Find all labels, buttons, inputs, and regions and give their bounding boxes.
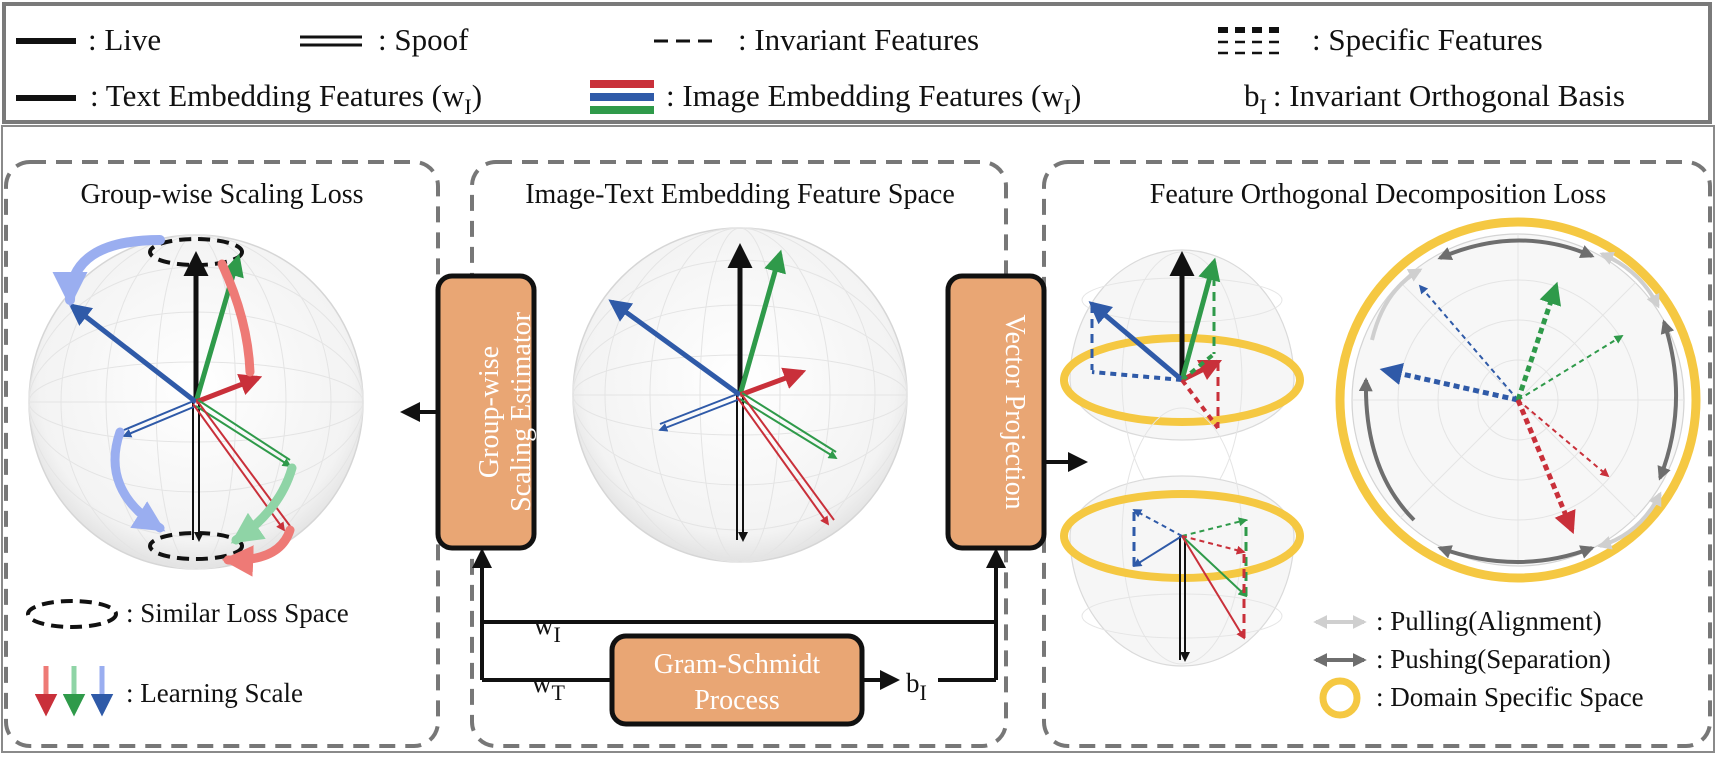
pushing-arc-bottom [1437,545,1595,564]
legend-basis-symbol: b [1244,78,1260,113]
gram-line-2: Process [694,685,780,716]
legend-invariant: : Invariant Features [654,22,979,57]
scaling-estimator-box: Group-wise Scaling Estimator [435,273,537,551]
flow-lines [480,556,998,682]
lower-hemisphere [1060,407,1304,667]
domain-specific-space-icon [1319,677,1361,719]
legend-text-embedding-close: ) [472,78,482,113]
learning-scale-arc-green-bottom [230,463,297,545]
right-panel [1042,160,1712,748]
domain-specific-space-lower [1060,490,1304,582]
legend-specific-label: : Specific Features [1312,22,1543,57]
wt-sub: T [552,680,566,705]
middle-blue-spoof-vector [659,392,741,425]
middle-blue-vector [608,299,742,398]
pulling-label: : Pulling(Alignment) [1376,606,1602,636]
learning-scale-arc-blue-top [52,235,165,307]
learning-scale-arc-blue-bottom [110,427,166,533]
red-live-vector [195,374,263,405]
legend-text-embedding-sub: I [464,94,471,119]
legend-image-embedding: : Image Embedding Features (wI) [590,78,1081,119]
vector-projection-box: Vector Projection [945,273,1047,551]
estimator-line-1: Group-wise [474,346,505,478]
svg-text:wT: wT [532,668,566,705]
estimator-line-2: Scaling Estimator [506,311,537,512]
pushing-arc-left [1358,377,1416,522]
learning-scale-arc-red-top [217,259,255,377]
green-spoof-vector [197,399,291,461]
upper-hemisphere [1060,249,1304,509]
legend-text-embedding-label: : Text Embedding Features (w [90,78,465,113]
learning-scale-arc-red-bottom [221,525,295,577]
svg-text:bI: Invariant Orthogonal Basis: bI: Invariant Orthogonal Basis [1244,78,1625,119]
left-panel-title: Group-wise Scaling Loss [80,179,363,210]
pushing-arc-top [1437,238,1595,260]
middle-green-spoof-vector [741,392,837,453]
wt-label: w [532,668,552,698]
bi-sub: I [920,680,927,705]
legend-basis: bI: Invariant Orthogonal Basis [1244,78,1625,119]
pushing-arc-right [1657,319,1679,481]
svg-text:: Image Embedding Features (wI: : Image Embedding Features (wI) [666,78,1081,119]
image-embedding-swatch-red [590,80,654,88]
legend-text-embedding: : Text Embedding Features (wI) [16,78,482,119]
legend-image-embedding-label: : Image Embedding Features (w [666,78,1064,113]
domain-specific-space-label: : Domain Specific Space [1376,682,1644,712]
legend-spoof-label: : Spoof [378,22,469,57]
pulling-arc-top-right [1599,251,1660,309]
legend-basis-sub: I [1260,94,1267,119]
blue-live-vector [68,303,198,404]
legend-invariant-label: : Invariant Features [738,22,979,57]
svg-text:: Text Embedding Features (wI): : Text Embedding Features (wI) [90,78,482,119]
svg-text:wI: wI [534,610,561,647]
middle-sphere [572,227,908,563]
wi-label: w [534,610,554,640]
wi-sub: I [554,622,561,647]
middle-green-vector [737,249,786,396]
svg-text:bI: bI [906,668,927,705]
gram-line-1: Gram-Schmidt [654,649,821,680]
pushing-label: : Pushing(Separation) [1376,644,1611,674]
similar-loss-space-label: : Similar Loss Space [126,598,349,628]
projection-label: Vector Projection [999,314,1030,509]
middle-red-spoof-vector [741,394,835,521]
right-panel-title: Feature Orthogonal Decomposition Loss [1150,179,1606,210]
legend-box [2,2,1712,124]
middle-panel-title: Image-Text Embedding Feature Space [525,179,955,210]
blue-spoof-vector [123,399,197,431]
bi-label: b [906,668,920,698]
learning-scale-label: : Learning Scale [126,678,303,708]
legend-spoof: : Spoof [300,22,469,57]
middle-red-vector [739,367,807,398]
left-sphere [28,234,364,577]
legend-basis-label: : Invariant Orthogonal Basis [1273,78,1625,113]
pulling-arc-top-left [1370,268,1423,341]
legend-specific: : Specific Features [1218,22,1543,57]
legend-image-embedding-close: ) [1071,78,1081,113]
legend-image-embedding-sub: I [1064,94,1071,119]
legend-live: : Live [16,22,161,57]
domain-specific-circle [1335,217,1701,583]
gram-schmidt-box: Gram-Schmidt Process [609,633,865,727]
pulling-arc-bottom-right [1597,491,1662,550]
legend-live-label: : Live [88,22,161,57]
similar-loss-space-icon [26,599,118,629]
outer-frame [1,125,1715,753]
